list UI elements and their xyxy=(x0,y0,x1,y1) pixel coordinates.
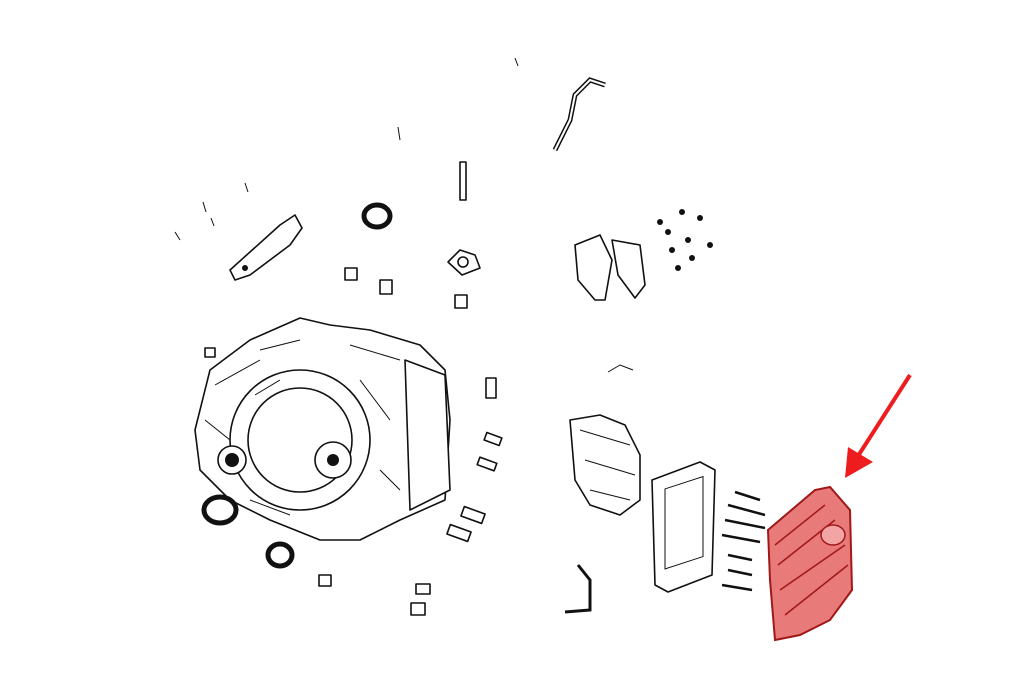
separator-plate-2 xyxy=(611,239,646,299)
valve-body xyxy=(651,461,716,593)
plug-1 xyxy=(204,347,216,358)
seal-ring-1 xyxy=(201,494,239,526)
oil-tube xyxy=(552,77,606,152)
transmission-case xyxy=(194,317,451,541)
valve-body-bolts xyxy=(721,490,766,592)
plug-2 xyxy=(318,574,332,587)
bolt-set-center xyxy=(657,209,713,271)
plug-5 xyxy=(410,583,431,616)
sleeves xyxy=(446,377,503,543)
pointer-arrow xyxy=(845,373,912,478)
sensor-bracket xyxy=(229,214,303,281)
shaft xyxy=(459,161,467,201)
seal-ring-2 xyxy=(265,541,295,569)
valve-body-cover-highlighted[interactable] xyxy=(766,485,854,642)
dipstick-tube xyxy=(564,564,592,614)
bolts-upper-left xyxy=(174,57,519,241)
hub-bracket xyxy=(447,249,481,276)
wiring-harness xyxy=(569,414,641,516)
plug-4 xyxy=(379,279,393,295)
separator-plate-1 xyxy=(574,234,613,301)
plug-3 xyxy=(344,267,358,281)
clip xyxy=(607,364,634,373)
seal-ring-3 xyxy=(361,202,393,230)
spring xyxy=(454,294,468,309)
